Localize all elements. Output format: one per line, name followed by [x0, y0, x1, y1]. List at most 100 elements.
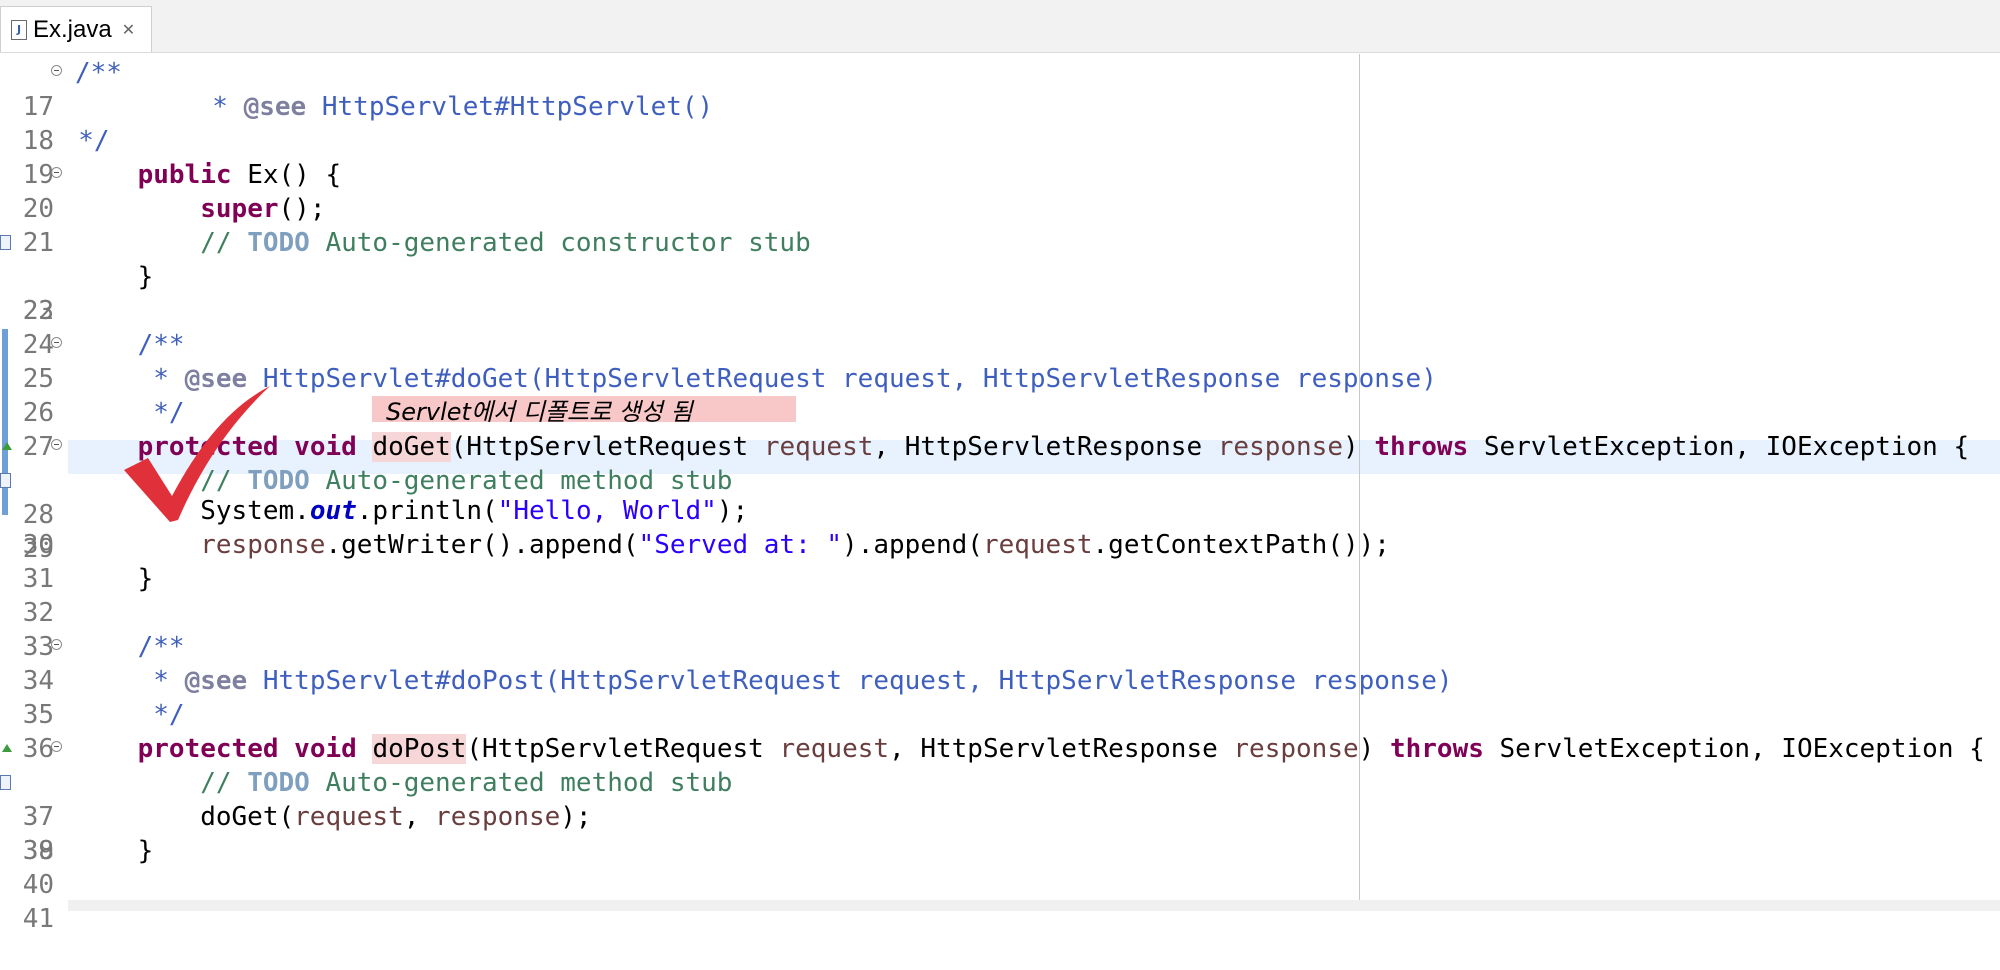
- line-number: 34: [22, 666, 54, 696]
- line-number: 40: [22, 870, 54, 900]
- line-number: 26: [22, 398, 54, 428]
- line-number: 23: [22, 296, 54, 326]
- line-number: 25: [22, 364, 54, 394]
- code-line: 18 * @see HttpServlet#HttpServlet(): [0, 90, 2000, 156]
- line-number: 22: [22, 296, 54, 326]
- keyword: void: [294, 734, 357, 764]
- task-marker-icon[interactable]: [0, 473, 11, 488]
- fold-collapse-icon[interactable]: [51, 639, 62, 650]
- keyword: void: [294, 432, 357, 462]
- comment-text: //: [75, 228, 248, 258]
- code-text: .println(: [356, 496, 498, 526]
- code-line: 34 /**: [0, 630, 2000, 696]
- code-text: ServletException, IOException {: [1468, 432, 1970, 462]
- javadoc-tag: @see: [184, 666, 248, 696]
- keyword: throws: [1374, 432, 1469, 462]
- keyword: public: [137, 160, 232, 190]
- todo-tag: TODO: [247, 768, 310, 798]
- code-text: (HttpServletRequest: [450, 432, 764, 462]
- todo-tag: TODO: [247, 466, 310, 496]
- javadoc-text: HttpServlet#doGet(HttpServletRequest req…: [247, 364, 1437, 394]
- code-line: 20 public Ex() {: [0, 158, 2000, 224]
- parameter: request: [763, 432, 874, 462]
- tab-title: Ex.java: [33, 15, 112, 43]
- comment-text: //: [75, 768, 248, 798]
- comment-text: Auto-generated constructor stub: [309, 228, 811, 258]
- override-marker-icon[interactable]: [2, 744, 12, 752]
- line-number: 28: [22, 500, 54, 530]
- line-number: 20: [22, 194, 54, 224]
- javadoc-tag: @see: [243, 92, 307, 122]
- javadoc-text: *: [134, 92, 244, 122]
- code-line: 31 response.getWriter().append("Served a…: [0, 528, 2000, 594]
- javadoc-text: *: [75, 666, 185, 696]
- code-line: 21 super();: [0, 192, 2000, 258]
- keyword: protected: [137, 734, 279, 764]
- code-line: 23 }: [0, 260, 2000, 326]
- code-line: 29 // TODO Auto-generated method stub: [0, 464, 2000, 564]
- code-text: [75, 160, 138, 190]
- code-line-current: 30 System.out.println("Hello, World");: [0, 494, 2000, 560]
- line-number: 31: [22, 564, 54, 594]
- code-line: 35 * @see HttpServlet#doPost(HttpServlet…: [0, 664, 2000, 730]
- code-text: ): [1358, 734, 1390, 764]
- code-text: ,: [403, 802, 436, 832]
- fold-collapse-icon[interactable]: [51, 167, 62, 178]
- override-marker-icon[interactable]: [2, 442, 12, 450]
- code-line: 33: [0, 596, 2000, 662]
- comment-text: //: [200, 466, 232, 496]
- line-number: 38: [22, 836, 54, 866]
- red-checkmark-icon: [124, 386, 270, 522]
- line-number: 41: [22, 904, 54, 934]
- parameter: response: [1217, 432, 1343, 462]
- horizontal-scrollbar[interactable]: [68, 900, 2000, 911]
- code-text: System.: [75, 496, 310, 526]
- code-line: 37 protected void doPost(HttpServletRequ…: [0, 732, 2000, 832]
- fold-collapse-icon[interactable]: [51, 439, 62, 450]
- keyword: throws: [1389, 734, 1484, 764]
- parameter: response: [1233, 734, 1359, 764]
- line-number: 30: [22, 530, 54, 560]
- javadoc-text: /**: [75, 58, 122, 88]
- javadoc-text: /**: [75, 330, 185, 360]
- code-line: 32 }: [0, 562, 2000, 628]
- quick-diff-marker: [2, 329, 8, 515]
- line-number: 33: [22, 632, 54, 662]
- parameter: response: [435, 802, 561, 832]
- javadoc-text: */: [75, 700, 185, 730]
- line-number: 19: [22, 160, 54, 190]
- task-marker-icon[interactable]: [0, 235, 11, 250]
- code-text: }: [75, 262, 154, 292]
- javadoc-tag: @see: [184, 364, 248, 394]
- task-marker-icon[interactable]: [0, 775, 11, 790]
- code-editor[interactable]: 17 /** 18 * @see HttpServlet#HttpServlet…: [0, 54, 2000, 934]
- javadoc-text: /**: [75, 632, 185, 662]
- code-text: [357, 734, 373, 764]
- line-number: 21: [22, 228, 54, 258]
- code-line: 25 /**: [0, 328, 2000, 394]
- code-text: .getContextPath());: [1092, 530, 1390, 560]
- string-literal: "Served at: ": [638, 530, 843, 560]
- fold-collapse-icon[interactable]: [51, 337, 62, 348]
- code-line: 17 /**: [0, 56, 2000, 122]
- code-text: .getWriter().append(: [325, 530, 639, 560]
- fold-collapse-icon[interactable]: [51, 65, 62, 76]
- code-text: ();: [278, 194, 326, 224]
- comment-text: Auto-generated method stub: [309, 466, 733, 496]
- line-number: 29: [22, 534, 54, 564]
- code-line: 36 */: [0, 698, 2000, 764]
- code-line: 27 */: [0, 396, 2000, 462]
- code-text: ): [1343, 432, 1375, 462]
- parameter: request: [779, 734, 890, 764]
- code-text: }: [75, 564, 154, 594]
- close-tab-icon[interactable]: ✕: [121, 20, 136, 39]
- javadoc-text: */: [0, 126, 110, 156]
- tab-ex-java[interactable]: J Ex.java ✕: [0, 6, 152, 52]
- fold-collapse-icon[interactable]: [51, 741, 62, 752]
- code-text: (HttpServletRequest: [466, 734, 780, 764]
- code-text: [75, 194, 200, 224]
- javadoc-text: */: [75, 398, 185, 428]
- code-text: ServletException, IOException {: [1483, 734, 1985, 764]
- code-text: [279, 734, 295, 764]
- code-line: 41: [0, 868, 2000, 934]
